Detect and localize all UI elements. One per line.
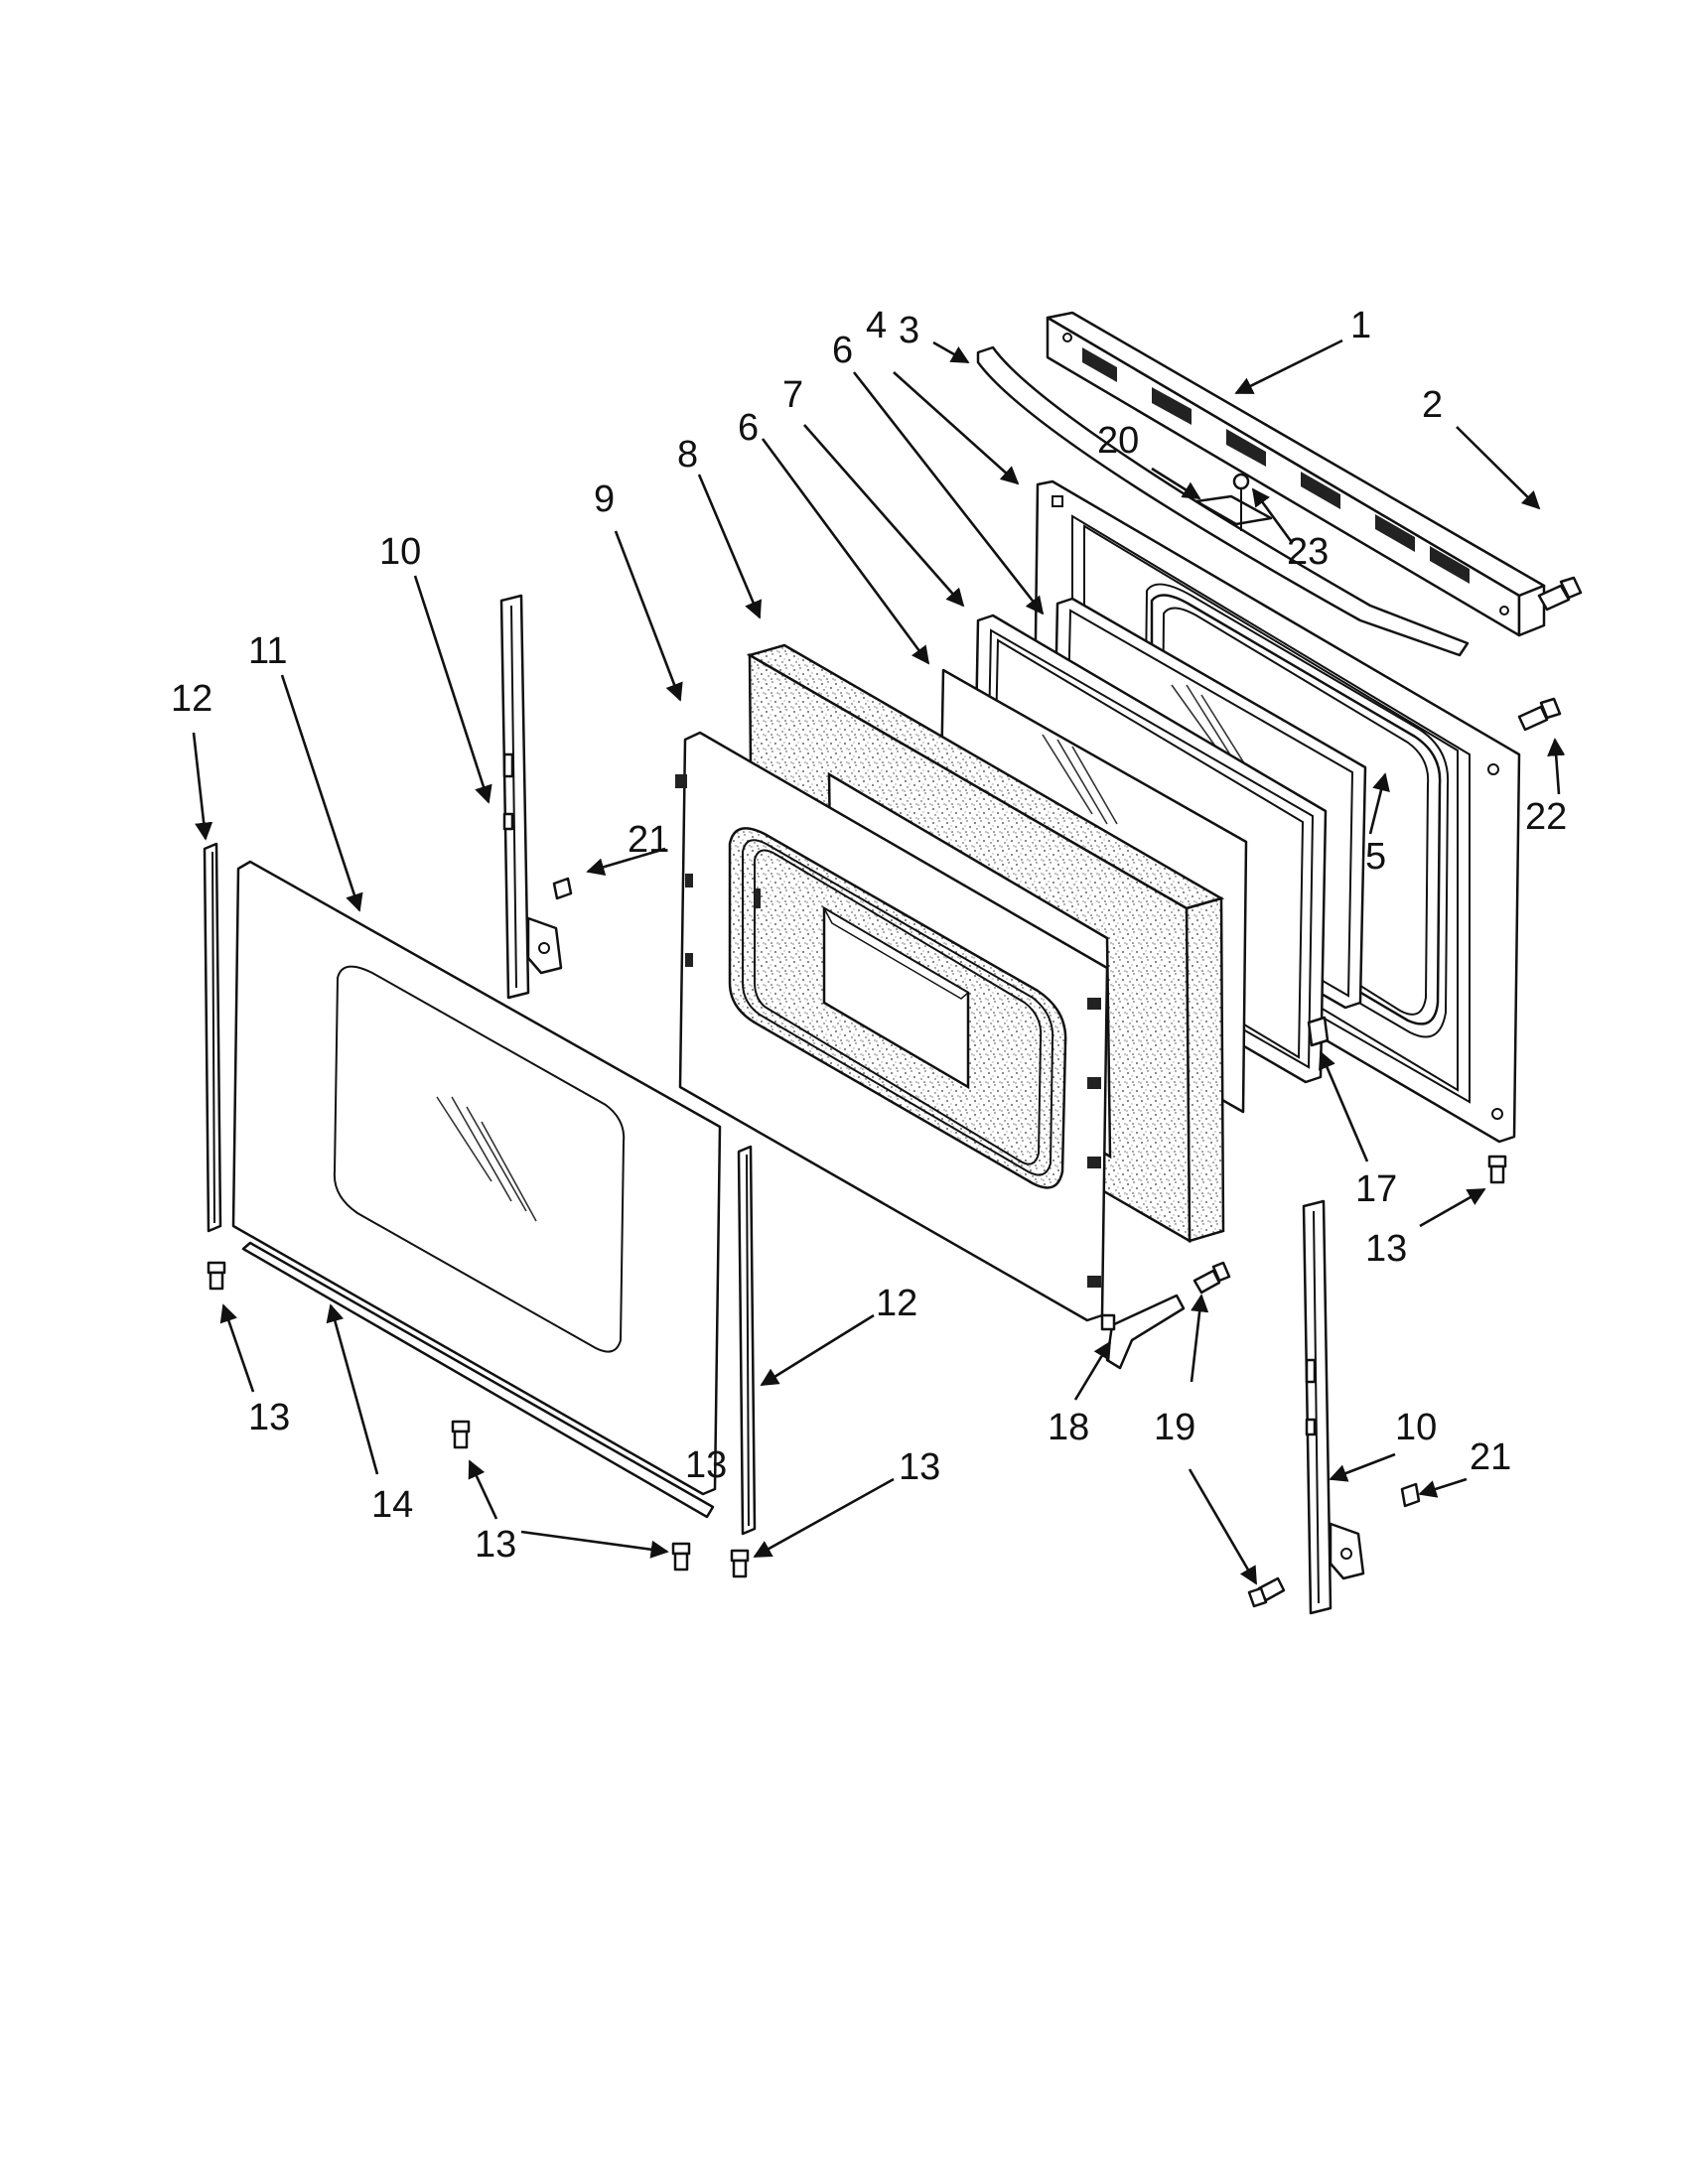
screw-13-a-part (207, 1261, 226, 1291)
callout-13-c: 13 (899, 1446, 940, 1488)
handle-trim-part (976, 345, 1470, 657)
callout-17: 17 (1355, 1168, 1397, 1210)
callout-10-right: 10 (1395, 1407, 1437, 1448)
callout-6-lower: 6 (738, 407, 759, 449)
callout-21-right: 21 (1470, 1436, 1511, 1478)
callout-19: 19 (1154, 1407, 1195, 1448)
callout-10-left: 10 (379, 531, 421, 573)
hinge-right-part (1302, 1199, 1365, 1615)
callout-5: 5 (1365, 836, 1386, 878)
callout-12-left: 12 (171, 678, 212, 720)
callout-11: 11 (248, 630, 287, 672)
callout-6-upper: 6 (832, 330, 853, 371)
callout-13-b: 13 (475, 1524, 516, 1566)
screw-13-b-part (451, 1420, 471, 1449)
side-trim-left-part (203, 842, 222, 1233)
screw-13-c-part (671, 1542, 691, 1571)
side-trim-right-part (737, 1145, 757, 1536)
callout-12-right: 12 (876, 1283, 917, 1324)
callout-14: 14 (371, 1484, 413, 1526)
callout-13-d: 13 (1365, 1228, 1407, 1270)
outer-door-frame-part (675, 731, 1109, 1322)
vent-trim-part (1046, 311, 1546, 637)
screw-23-part (1232, 473, 1250, 506)
outer-door-glass-part (231, 860, 722, 1496)
callout-8: 8 (677, 434, 698, 476)
callout-18: 18 (1048, 1407, 1089, 1448)
callout-13-e: 13 (685, 1444, 727, 1486)
screw-19-b-part (1247, 1576, 1286, 1608)
callout-21-left: 21 (628, 819, 669, 861)
hinge-left-part (499, 594, 563, 1000)
screw-13-e-part (1487, 1155, 1507, 1184)
screw-19-a-part (1193, 1261, 1231, 1295)
screw-2-part (1537, 576, 1583, 612)
clip-21-right-part (1400, 1482, 1421, 1508)
callout-3: 3 (899, 310, 919, 351)
callout-2: 2 (1422, 384, 1443, 426)
callout-1: 1 (1350, 305, 1371, 346)
screw-13-d-part (730, 1549, 750, 1578)
leader-lines (192, 339, 1566, 1585)
callout-4: 4 (866, 305, 887, 346)
callout-13-a: 13 (248, 1397, 290, 1438)
callout-9: 9 (594, 478, 615, 520)
bottom-trim-part (241, 1241, 715, 1519)
callout-22: 22 (1525, 796, 1567, 838)
callout-20: 20 (1097, 420, 1139, 462)
clip-17-part (1307, 1016, 1330, 1047)
bracket-18-part (1100, 1294, 1186, 1370)
screw-22-part (1517, 697, 1562, 732)
callout-23: 23 (1287, 531, 1329, 573)
callout-7: 7 (782, 374, 803, 416)
callout-labels: 1 2 3 4 5 6 6 7 8 9 10 10 11 12 12 13 13… (171, 305, 1567, 1566)
clip-21-left-part (552, 877, 573, 900)
